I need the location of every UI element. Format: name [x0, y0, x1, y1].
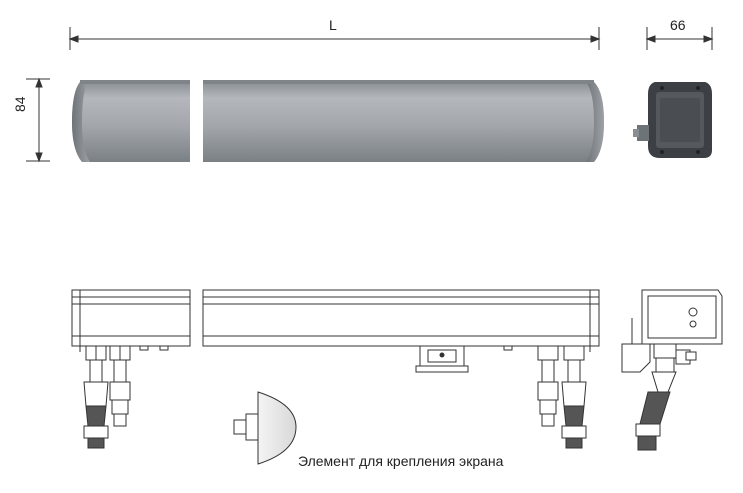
connector-right-2	[561, 345, 587, 449]
end-view-line-drawing	[621, 289, 723, 451]
screen-mount-element	[233, 391, 297, 465]
length-label: L	[329, 17, 337, 33]
luminaire-front-view	[72, 80, 604, 162]
luminaire-end-view	[633, 82, 712, 158]
width-label: 66	[670, 17, 686, 33]
luminaire-line-drawing	[71, 289, 600, 373]
width-dimension	[645, 27, 714, 50]
height-dimension	[26, 77, 50, 163]
height-label: 84	[12, 96, 28, 112]
connector-right-1	[537, 345, 559, 427]
length-dimension	[68, 27, 601, 50]
connector-left-2	[109, 345, 131, 427]
connector-left-1	[83, 345, 109, 449]
screen-mount-caption: Элемент для крепления экрана	[298, 453, 504, 469]
